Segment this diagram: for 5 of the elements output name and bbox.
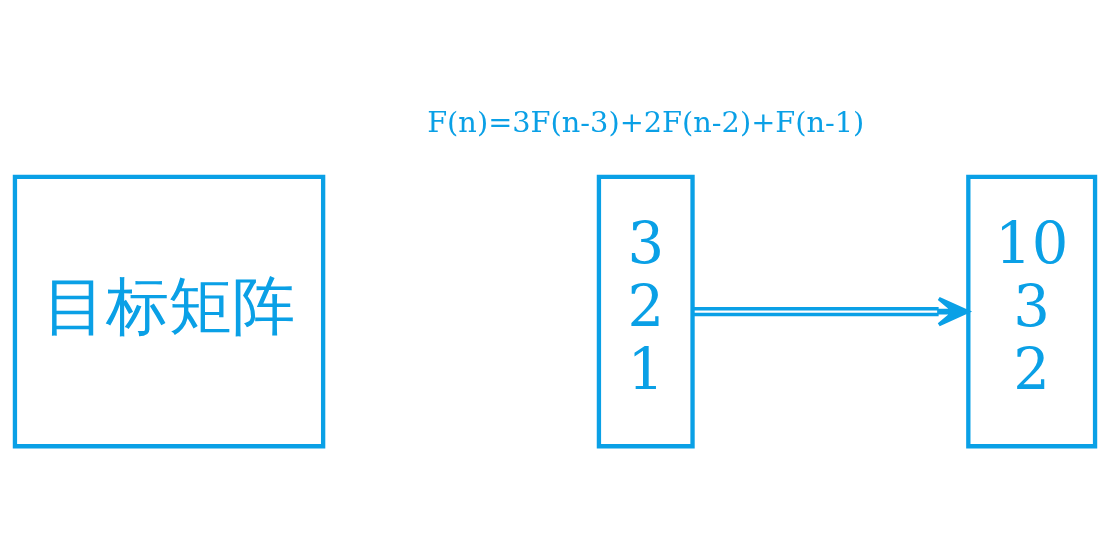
node-box: 3 2 1 bbox=[596, 174, 695, 448]
label: F(n)=3F(n-3)+2F(n-2)+F(n-1) bbox=[427, 104, 865, 139]
arrow bbox=[692, 296, 970, 326]
node-box: 10 3 2 bbox=[966, 174, 1098, 448]
node-box: 目标矩阵 bbox=[12, 174, 326, 448]
